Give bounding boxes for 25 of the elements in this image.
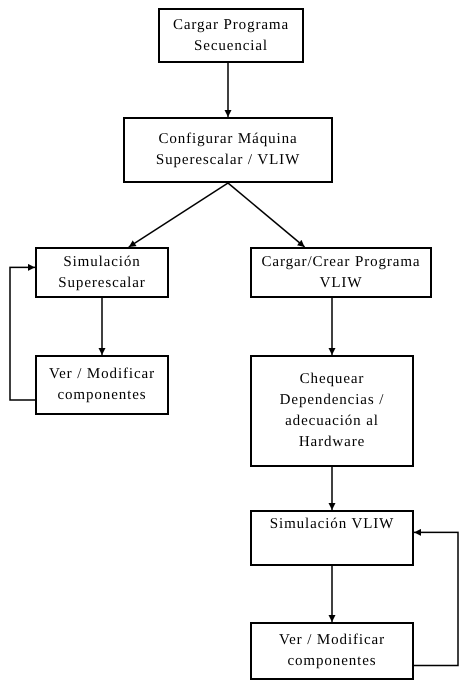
box-label: Cargar/Crear Programa VLIW [260,252,422,292]
box-label: Chequear Dependencias / adecuación al Hardware [278,370,386,452]
process-box [250,510,414,566]
process-box [250,247,432,298]
box-label: Simulación Superescalar [57,252,147,292]
arrow [328,566,336,622]
process-box [158,8,304,63]
process-box [250,355,414,467]
box-label: Configurar Máquina Superescalar / VLIW [154,130,302,170]
arrow [228,182,306,248]
arrow [328,298,336,355]
arrow [414,528,459,666]
box-label: Ver / Modificar componentes [48,365,156,405]
process-box [123,117,333,183]
arrow [9,264,35,401]
arrow [98,298,106,355]
box-label: Simulación VLIW [270,515,394,534]
arrow [224,63,232,117]
box-label: Ver / Modificar componentes [278,631,386,671]
arrow [328,467,336,510]
process-box [250,622,414,680]
process-box [35,247,169,298]
arrow [128,182,228,248]
process-box [35,355,169,415]
box-label: Cargar Programa Secuencial [172,16,290,56]
